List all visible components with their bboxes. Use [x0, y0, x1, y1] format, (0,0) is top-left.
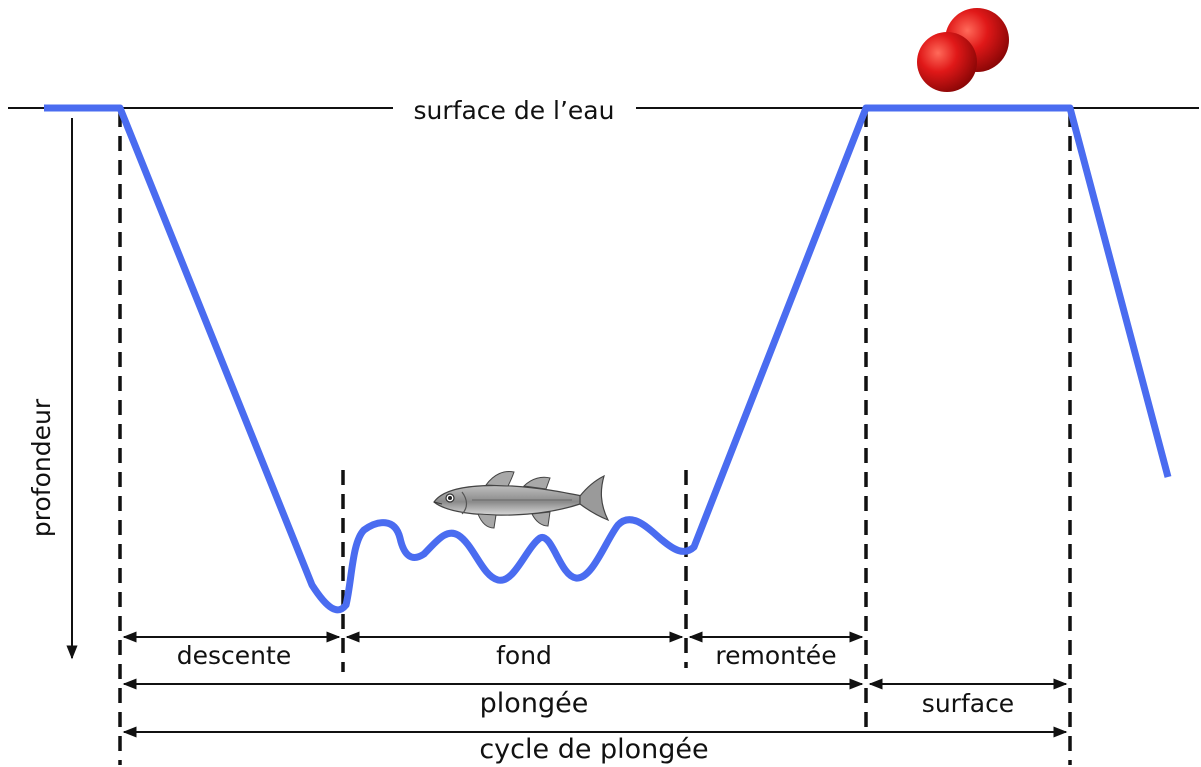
oxygen-molecule-icon	[917, 8, 1009, 92]
dive-depth-profile	[44, 104, 1172, 614]
dive-cycle-label: cycle de plongée	[479, 734, 708, 765]
descent-label: descente	[177, 641, 291, 670]
surface-label: surface	[922, 689, 1014, 718]
dive-label: plongée	[480, 688, 589, 719]
water-surface-label: surface de l’eau	[414, 96, 615, 125]
phase-boundaries	[118, 112, 1072, 765]
phase-span-arrows	[122, 631, 1068, 738]
depth-axis-label: profondeur	[27, 398, 56, 537]
ascent-label: remontée	[715, 641, 836, 670]
fish-icon	[433, 471, 610, 529]
bottom-label: fond	[496, 641, 552, 670]
